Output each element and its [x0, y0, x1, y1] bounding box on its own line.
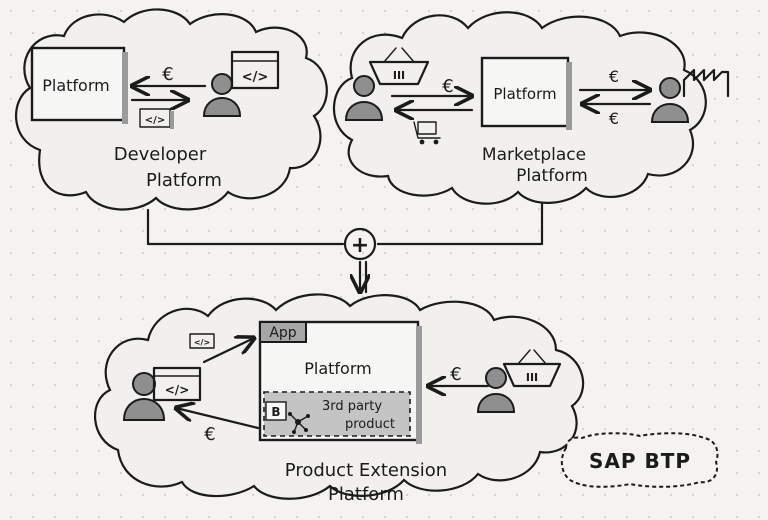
developer-person-head [211, 73, 233, 95]
marketplace-basket-handle [383, 47, 415, 63]
developer-code-chip-icon: </> [139, 108, 174, 129]
marketplace-person-left-head [353, 75, 375, 97]
developer-window-frame [230, 50, 280, 90]
marketplace-vendor-body [650, 103, 690, 123]
marketplace-cart-wheel-2 [433, 139, 439, 145]
product-basket-body [502, 362, 562, 388]
product-basket-glyph: III [526, 371, 538, 384]
marketplace-platform-label: Platform [493, 85, 556, 103]
developer-platform-label: Platform [42, 76, 109, 95]
product-basket-handle [517, 349, 547, 365]
product-extension-cloud: </> </> App Platform B [94, 293, 585, 505]
third-party-label-line1: 3rd party [322, 399, 382, 414]
product-euro-right-icon: € [450, 364, 461, 385]
combine-symbol: + [351, 233, 369, 258]
marketplace-vendor-person-icon [650, 77, 690, 123]
developer-platform-cloud: Platform € </> </> Developer Platform [15, 8, 328, 211]
developer-platform-rect [30, 46, 126, 122]
marketplace-factory-outline [682, 68, 730, 98]
product-platform-box: App Platform B 3rd party product [258, 320, 422, 444]
marketplace-caption-line1: Marketplace [482, 145, 586, 165]
marketplace-basket-glyph: III [393, 69, 405, 82]
product-arrow-to-developer [176, 408, 260, 430]
network-node-2 [306, 414, 310, 418]
third-party-b-icon [265, 401, 287, 421]
marketplace-platform-cloud: III € Platform € € Marketplace Platform [332, 11, 730, 205]
marketplace-factory-icon [682, 68, 730, 98]
product-code-window-icon: </> [152, 366, 202, 402]
product-app-tab [259, 321, 307, 343]
sap-btp-badge: SAP BTP [560, 432, 719, 488]
developer-person-icon [202, 73, 242, 117]
product-window-frame [152, 366, 202, 402]
marketplace-basket-body [368, 60, 430, 86]
network-node-3 [292, 430, 296, 434]
product-window-code-text: </> [165, 383, 190, 397]
developer-euro-icon: € [162, 64, 173, 85]
marketplace-person-left-icon [344, 75, 384, 121]
developer-caption-line2: Platform [146, 170, 222, 191]
third-party-network-icon [288, 412, 310, 434]
product-basket-icon: III [502, 349, 562, 388]
product-euro-bottom-icon: € [204, 424, 215, 445]
product-code-chip-text: </> [194, 338, 210, 347]
developer-code-window-icon: </> [230, 50, 280, 90]
developer-person-body [202, 97, 242, 117]
product-customer-head [485, 367, 507, 389]
marketplace-cart-wheel-1 [419, 139, 425, 145]
product-code-chip-icon: </> [189, 333, 215, 349]
third-party-b-text: B [271, 405, 280, 419]
third-party-product-box: B 3rd party product [263, 391, 411, 437]
developer-code-chip-text: </> [145, 115, 165, 126]
developer-platform-shadow [122, 52, 128, 124]
marketplace-cart-box [417, 121, 437, 135]
third-party-label-line2: product [345, 417, 395, 432]
product-app-label: App [269, 325, 296, 341]
network-node-1 [288, 412, 292, 416]
network-links [289, 413, 309, 433]
product-developer-person-icon [122, 372, 166, 421]
marketplace-person-left-body [344, 101, 384, 121]
developer-code-chip-shadow [170, 111, 174, 129]
combine-circle [343, 227, 377, 261]
product-arrow-to-app [202, 338, 254, 364]
marketplace-caption-line2: Platform [516, 166, 588, 186]
product-customer-person-icon [476, 367, 516, 413]
combine-node: + [343, 227, 377, 261]
product-developer-body [122, 398, 166, 421]
product-developer-head [132, 372, 156, 396]
marketplace-platform-rect [480, 56, 570, 128]
marketplace-basket-icon: III [368, 47, 430, 86]
connector-lines [146, 200, 544, 292]
marketplace-euro-left-icon: € [442, 76, 453, 97]
marketplace-euro-right-bottom-icon: € [609, 109, 619, 128]
product-platform-shadow [416, 326, 422, 444]
developer-caption-line1: Developer [114, 144, 207, 165]
developer-window-code-text: </> [242, 70, 269, 85]
developer-platform-box: Platform [30, 46, 128, 124]
product-platform-label: Platform [304, 359, 371, 378]
product-code-chip-rect [189, 333, 215, 349]
marketplace-platform-box: Platform [480, 56, 572, 130]
product-caption-line1: Product Extension [285, 460, 447, 481]
sap-btp-badge-text: SAP BTP [589, 449, 691, 473]
marketplace-euro-right-top-icon: € [609, 67, 619, 86]
marketplace-vendor-head [659, 77, 681, 99]
product-caption-line2: Platform [328, 484, 404, 505]
product-customer-body [476, 393, 516, 413]
sap-btp-badge-frame [560, 432, 719, 488]
marketplace-cart-icon [413, 121, 441, 145]
marketplace-platform-shadow [566, 62, 572, 130]
connector-left [146, 208, 345, 246]
connector-right [376, 200, 544, 246]
network-node-4 [304, 428, 308, 432]
marketplace-cart-frame [413, 121, 441, 139]
